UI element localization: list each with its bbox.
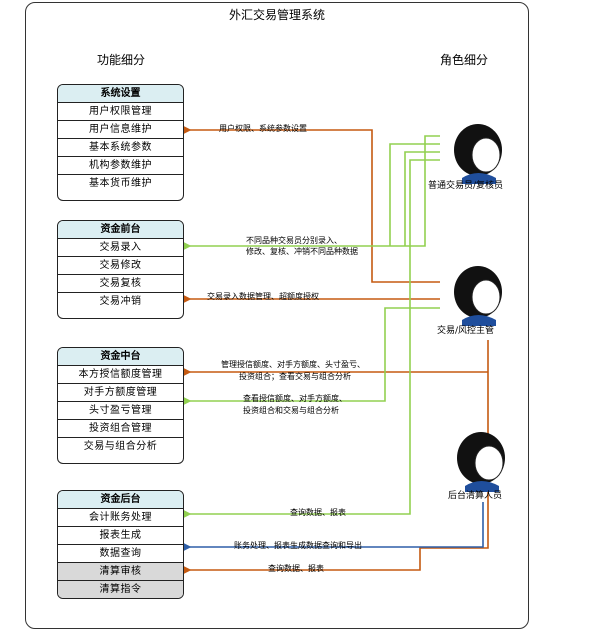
panel-back-office: 资金后台 会计账务处理 报表生成 数据查询 清算审核 清算指令 <box>57 490 184 599</box>
function-item-user-info[interactable]: 用户信息维护 <box>58 121 183 139</box>
panel-header: 资金中台 <box>58 348 183 366</box>
role-label-clearing: 后台清算人员 <box>448 491 503 501</box>
green-connector-branch-2 <box>404 151 440 246</box>
flow-label-front-entry-line2: 修改、复核、冲销不同品种数据 <box>246 247 358 256</box>
function-item-analysis[interactable]: 交易与组合分析 <box>83 441 158 452</box>
function-item-reports[interactable]: 报表生成 <box>58 527 183 545</box>
function-item-accounting[interactable]: 会计账务处理 <box>58 509 183 527</box>
function-item-org-params[interactable]: 机构参数维护 <box>58 157 183 175</box>
panel-system-settings: 系统设置 用户权限管理 用户信息维护 基本系统参数 机构参数维护 基本货币维护 <box>57 84 184 201</box>
function-item-data-query[interactable]: 数据查询 <box>58 545 183 563</box>
diagram-frame <box>25 2 529 629</box>
function-item-position-pnl[interactable]: 头寸盈亏管理 <box>58 402 183 420</box>
green-connector-back-query <box>178 159 440 521</box>
function-item-clearing-instruction[interactable]: 清算指令 <box>58 581 183 598</box>
flow-label-system-settings: 用户权限、系统参数设置 <box>219 124 307 133</box>
green-connector-mid-view <box>178 307 440 408</box>
panel-header: 资金后台 <box>58 491 183 509</box>
panel-middle-office: 资金中台 本方授信额度管理 对手方额度管理 头寸盈亏管理 投资组合管理 交易与组… <box>57 347 184 464</box>
functions-column-header: 功能细分 <box>97 53 146 67</box>
flow-label-back-query-2: 查询数据、报表 <box>268 564 324 573</box>
blue-connector-back-accounting <box>178 502 484 554</box>
avatar-clearing-icon <box>457 432 505 492</box>
function-item-trade-reverse[interactable]: 交易冲销 <box>99 296 142 307</box>
function-item-counterparty-limit[interactable]: 对手方额度管理 <box>58 384 183 402</box>
diagram-title: 外汇交易管理系统 <box>229 8 326 22</box>
orange-connector-system-settings <box>178 123 440 283</box>
avatar-supervisor-icon <box>454 266 502 326</box>
function-item-currency[interactable]: 基本货币维护 <box>89 178 152 189</box>
flow-label-back-query-1: 查询数据、报表 <box>290 508 346 517</box>
flow-label-mid-manage-line1: 管理授信额度、对手方额度、头寸盈亏、 <box>221 360 365 369</box>
panel-header: 资金前台 <box>58 221 183 239</box>
flow-label-front-approval: 交易录入数据管理、超额度授权 <box>207 292 319 301</box>
function-item-system-params[interactable]: 基本系统参数 <box>58 139 183 157</box>
function-item-trade-review[interactable]: 交易复核 <box>58 275 183 293</box>
function-item-user-permissions[interactable]: 用户权限管理 <box>58 103 183 121</box>
flow-label-mid-view-line2: 投资组合和交易与组合分析 <box>243 406 339 415</box>
function-item-trade-modify[interactable]: 交易修改 <box>58 257 183 275</box>
roles-column-header: 角色细分 <box>440 53 489 67</box>
panel-header: 系统设置 <box>58 85 183 103</box>
role-label-supervisor: 交易/风控主管 <box>437 326 495 336</box>
panel-front-office: 资金前台 交易录入 交易修改 交易复核 交易冲销 <box>57 220 184 319</box>
flow-label-front-entry-line1: 不同品种交易员分别录入、 <box>246 236 342 245</box>
flow-label-mid-manage-line2: 投资组合；查看交易与组合分析 <box>239 372 351 381</box>
green-connector-front-entry <box>178 135 440 253</box>
function-item-portfolio[interactable]: 投资组合管理 <box>58 420 183 438</box>
green-connector-branch-1 <box>389 143 440 246</box>
avatar-trader-icon <box>454 124 502 184</box>
function-item-credit-limit[interactable]: 本方授信额度管理 <box>58 366 183 384</box>
flow-label-mid-view-line1: 查看授信额度、对手方额度、 <box>243 394 347 403</box>
function-item-trade-entry[interactable]: 交易录入 <box>58 239 183 257</box>
role-label-trader: 普通交易员/复核员 <box>428 181 504 191</box>
function-item-clearing-review[interactable]: 清算审核 <box>58 563 183 581</box>
flow-label-back-accounting: 账务处理、报表生成数据查询和导出 <box>234 541 362 550</box>
